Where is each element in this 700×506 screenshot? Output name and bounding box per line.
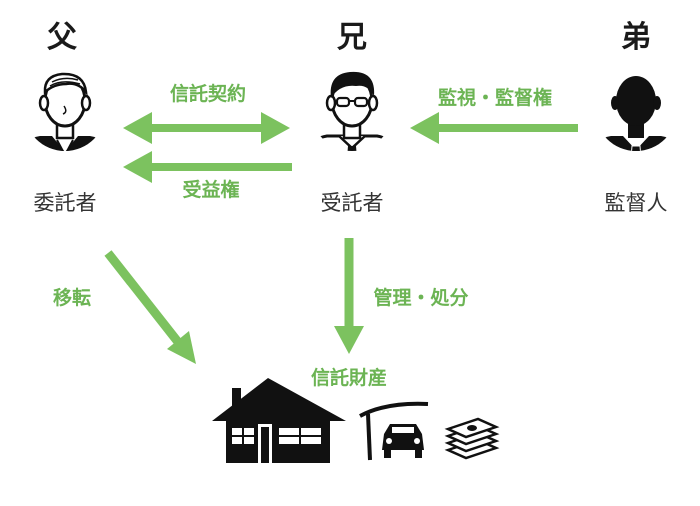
supervision-label: 監視・監督権 (438, 86, 552, 109)
younger-brother-role-label: 監督人 (605, 191, 668, 215)
father-person-icon (24, 72, 106, 151)
younger-brother-person-icon (595, 76, 677, 151)
transfer-arrow (104, 250, 196, 364)
father-role-label: 委託者 (34, 191, 97, 215)
money-stack-icon (444, 417, 500, 460)
transfer-label: 移転 (53, 286, 91, 309)
elder-brother-role-label: 受託者 (321, 191, 384, 215)
supervision-arrow (410, 112, 578, 144)
elder-brother-person-icon (311, 71, 393, 151)
beneficial-right-arrow (123, 151, 292, 183)
management-arrow (334, 238, 364, 354)
younger-brother-title: 弟 (621, 20, 651, 55)
elder-brother-title: 兄 (337, 20, 367, 55)
trust-contract-label: 信託契約 (170, 82, 246, 105)
house-icon (212, 378, 346, 463)
management-label: 管理・処分 (373, 286, 468, 309)
car-icon (359, 401, 429, 461)
trust-contract-arrow (123, 112, 290, 144)
father-title: 父 (47, 20, 77, 55)
trust-property-title: 信託財産 (311, 366, 387, 389)
beneficial-right-label: 受益権 (182, 178, 239, 201)
